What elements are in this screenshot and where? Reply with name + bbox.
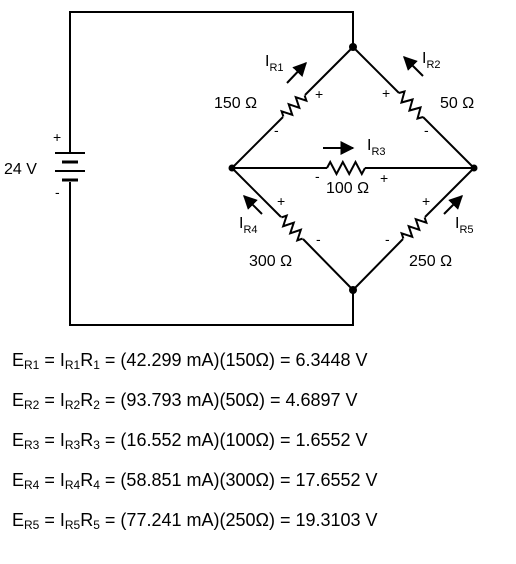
battery-voltage-label: 24 V	[4, 161, 37, 178]
resistor-r4-plus: +	[277, 193, 285, 209]
resistor-r4-minus: -	[316, 231, 321, 247]
wire-r2-branch	[352, 46, 475, 169]
equation-r1: ER1 = IR1R1 = (42.299 mA)(150Ω) = 6.3448…	[12, 350, 368, 372]
current-arrow-r5	[443, 195, 463, 215]
node-left	[228, 164, 236, 172]
wire-bottom	[69, 182, 354, 326]
wire-r1-branch	[231, 46, 354, 169]
voltage-equations: ER1 = IR1R1 = (42.299 mA)(150Ω) = 6.3448…	[12, 346, 512, 546]
resistor-r3-minus: -	[315, 168, 320, 184]
current-arrow-r4	[243, 195, 263, 215]
resistor-r3-plus: +	[380, 170, 388, 186]
resistor-r2-plus: +	[382, 85, 390, 101]
resistor-r3	[326, 159, 366, 177]
wire-top	[69, 11, 354, 153]
current-arrow-r1	[286, 61, 307, 84]
equation-r3: ER3 = IR3R3 = (16.552 mA)(100Ω) = 1.6552…	[12, 430, 368, 452]
resistor-r5	[400, 217, 428, 239]
equation-r4: ER4 = IR4R4 = (58.851 mA)(300Ω) = 17.655…	[12, 470, 378, 492]
resistor-r4	[281, 214, 303, 242]
wire-r4-branch	[231, 167, 354, 291]
node-right	[470, 164, 478, 172]
resistor-r5-minus: -	[385, 231, 390, 247]
battery-plus-sign: +	[53, 129, 61, 145]
bridge-circuit-diagram: 24 V + - IR1 IR2 IR3 IR4 IR5 150 Ω 50 Ω …	[4, 11, 478, 326]
resistor-r2-minus: -	[424, 122, 429, 138]
current-label-r4: IR4	[239, 215, 258, 236]
equation-r2: ER2 = IR2R2 = (93.793 mA)(50Ω) = 4.6897 …	[12, 390, 358, 412]
resistor-r1-plus: +	[315, 86, 323, 102]
wire-r5-branch	[352, 167, 475, 291]
resistor-r1	[280, 95, 308, 117]
current-label-r5: IR5	[455, 215, 474, 236]
resistor-r5-plus: +	[422, 193, 430, 209]
resistor-r4-value: 300 Ω	[249, 253, 292, 270]
current-label-r2: IR2	[422, 50, 441, 71]
battery-symbol	[55, 152, 85, 182]
battery-minus-sign: -	[55, 184, 60, 200]
resistor-r5-value: 250 Ω	[409, 253, 452, 270]
node-top	[349, 43, 357, 51]
resistor-r1-value: 150 Ω	[214, 95, 257, 112]
equation-r5: ER5 = IR5R5 = (77.241 mA)(250Ω) = 19.310…	[12, 510, 378, 532]
current-label-r1: IR1	[265, 53, 284, 74]
current-arrow-r2	[403, 56, 424, 77]
resistor-r2-value: 50 Ω	[440, 95, 474, 112]
resistor-r2	[398, 89, 424, 121]
resistor-r1-minus: -	[274, 122, 279, 138]
current-label-r3: IR3	[367, 137, 386, 158]
node-bottom	[349, 286, 357, 294]
resistor-r3-value: 100 Ω	[326, 180, 369, 197]
